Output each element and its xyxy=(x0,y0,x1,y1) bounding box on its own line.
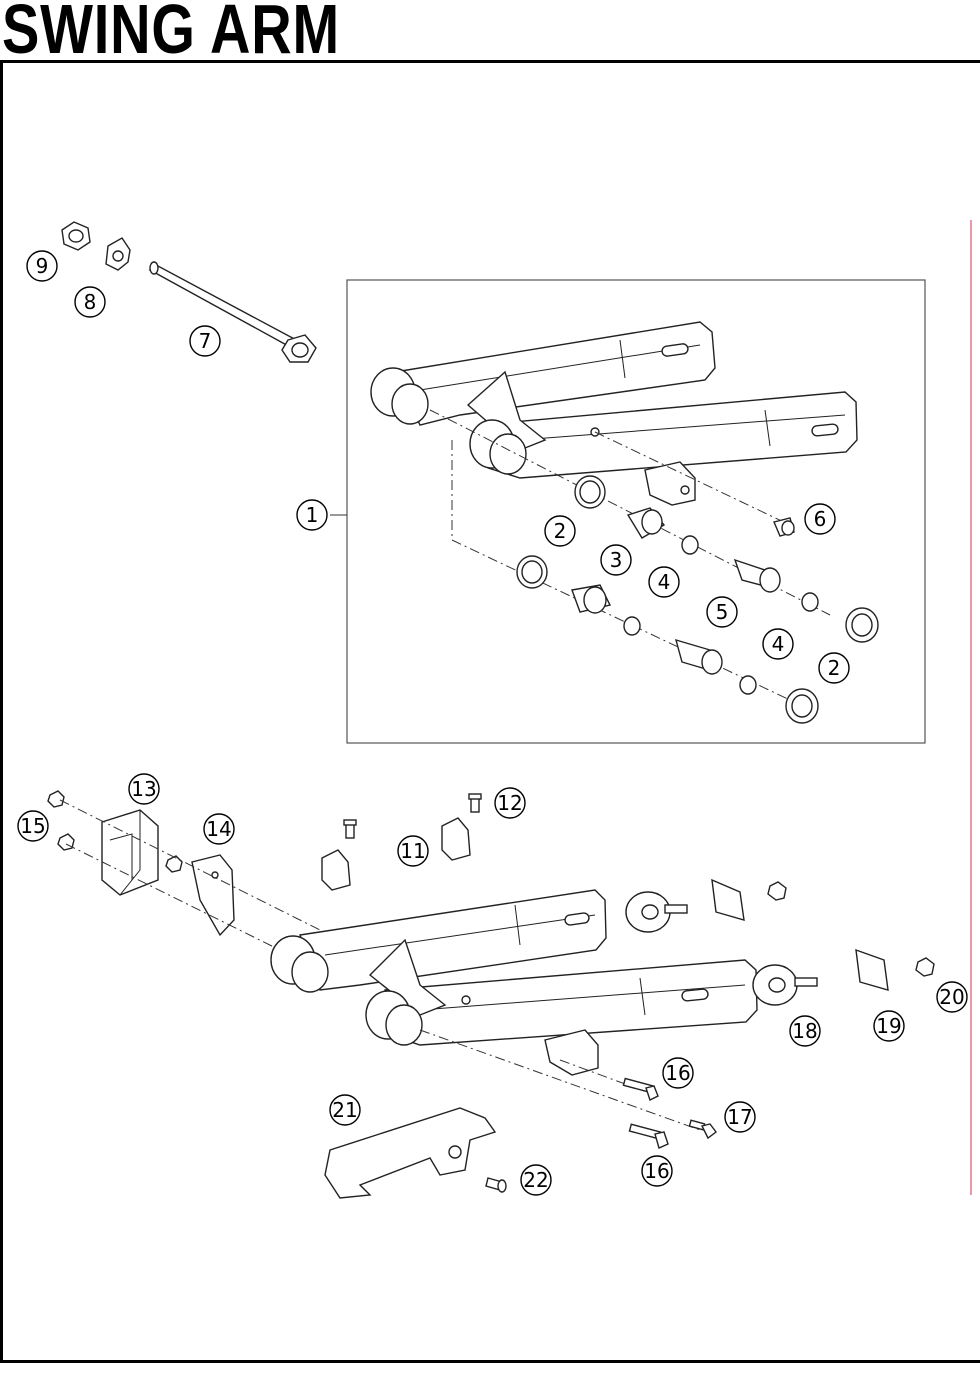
axis-line xyxy=(65,843,291,956)
svg-text:16: 16 xyxy=(665,1061,690,1085)
callout-1: 1 xyxy=(296,499,328,531)
callout-2: 2 xyxy=(818,652,850,684)
callout-16: 16 xyxy=(641,1155,673,1187)
svg-text:12: 12 xyxy=(497,791,522,815)
callout-8: 8 xyxy=(74,286,106,318)
top-rule xyxy=(0,60,980,63)
swingarm-pivot-axle xyxy=(148,261,317,363)
callout-16: 16 xyxy=(662,1057,694,1089)
callout-19: 19 xyxy=(873,1010,905,1042)
chain-guide-bracket xyxy=(191,854,235,937)
callout-22: 22 xyxy=(520,1164,552,1196)
axis-line xyxy=(594,431,791,526)
page-title: SWING ARM xyxy=(2,0,340,68)
svg-text:3: 3 xyxy=(610,548,623,572)
callout-21: 21 xyxy=(329,1094,361,1126)
collar-nut xyxy=(61,221,91,251)
bearing-set-lower xyxy=(516,555,819,724)
svg-text:19: 19 xyxy=(876,1014,901,1038)
margin-marker xyxy=(970,220,972,1195)
bolts xyxy=(622,1077,717,1149)
cable-clip-right xyxy=(441,793,482,861)
svg-text:7: 7 xyxy=(199,329,212,353)
lock-washer xyxy=(105,237,131,271)
svg-text:5: 5 xyxy=(716,600,729,624)
svg-text:2: 2 xyxy=(828,656,841,680)
callout-20: 20 xyxy=(936,981,968,1013)
svg-text:4: 4 xyxy=(658,570,671,594)
callout-18: 18 xyxy=(789,1015,821,1047)
callout-11: 11 xyxy=(397,835,429,867)
guard-screw xyxy=(485,1177,507,1193)
chain-slider-guard xyxy=(324,1107,497,1199)
callout-7: 7 xyxy=(189,325,221,357)
callout-4: 4 xyxy=(762,628,794,660)
svg-text:18: 18 xyxy=(792,1019,817,1043)
svg-text:17: 17 xyxy=(727,1105,752,1129)
svg-text:8: 8 xyxy=(84,290,97,314)
svg-text:11: 11 xyxy=(400,839,425,863)
axis-line xyxy=(419,1029,701,1131)
callout-2: 2 xyxy=(544,515,576,547)
callout-15: 15 xyxy=(17,810,49,842)
swing-arm-inset xyxy=(370,321,858,506)
inset-frame xyxy=(346,279,926,744)
svg-text:9: 9 xyxy=(36,254,49,278)
callout-14: 14 xyxy=(203,813,235,845)
chain-adjuster-lower xyxy=(752,948,935,1006)
svg-text:20: 20 xyxy=(939,985,964,1009)
svg-text:16: 16 xyxy=(644,1159,669,1183)
callout-3: 3 xyxy=(600,544,632,576)
svg-text:13: 13 xyxy=(131,777,156,801)
chain-guide-block xyxy=(101,809,159,896)
svg-text:22: 22 xyxy=(523,1168,548,1192)
callout-17: 17 xyxy=(724,1101,756,1133)
svg-text:21: 21 xyxy=(332,1098,357,1122)
svg-text:6: 6 xyxy=(814,507,827,531)
bottom-rule xyxy=(0,1360,980,1363)
svg-text:4: 4 xyxy=(772,632,785,656)
cable-clip-left xyxy=(321,819,357,891)
bearing-set-upper xyxy=(574,475,879,643)
svg-text:2: 2 xyxy=(554,519,567,543)
callout-13: 13 xyxy=(128,773,160,805)
svg-text:1: 1 xyxy=(306,503,319,527)
svg-text:15: 15 xyxy=(20,814,45,838)
callout-9: 9 xyxy=(26,250,58,282)
callout-6: 6 xyxy=(804,503,836,535)
chain-adjuster-upper xyxy=(625,878,787,933)
callout-5: 5 xyxy=(706,596,738,628)
callout-12: 12 xyxy=(494,787,526,819)
left-rule xyxy=(0,60,3,1363)
callout-4: 4 xyxy=(648,566,680,598)
swing-arm-main xyxy=(270,889,758,1076)
svg-text:14: 14 xyxy=(206,817,231,841)
